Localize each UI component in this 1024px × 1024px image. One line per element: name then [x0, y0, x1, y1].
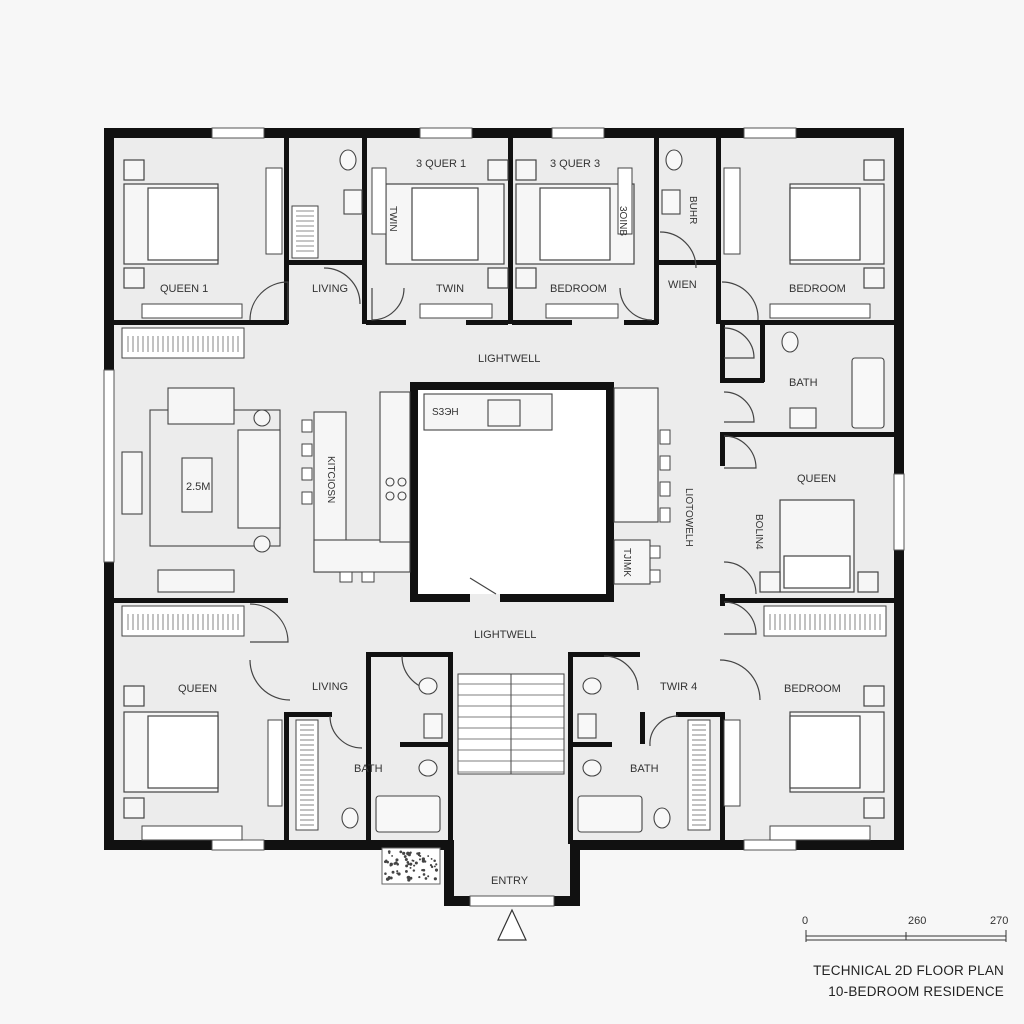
label-kitchen: KITCIOSN [325, 456, 336, 503]
entry-arrow-icon [497, 908, 527, 941]
label-bath-se: BATH [630, 763, 659, 775]
wardrobe-hatching [127, 210, 881, 826]
label-queen-east: QUEEN [797, 473, 836, 485]
label-queen-east-side: BOLIN4 [753, 514, 764, 550]
beds [123, 159, 885, 819]
bed-queen-sw [123, 685, 219, 819]
wardrobes [121, 167, 887, 841]
scale-bar [805, 930, 1007, 942]
planter-dots [383, 850, 439, 882]
label-twin-side: TWIN [387, 206, 398, 232]
label-twin4: TWIR 4 [660, 681, 697, 693]
room-labels: QUEEN 1 LIVING 3 QUER 1 TWIN TWIN 3 QUER… [160, 158, 846, 887]
bed-bedroom-se [789, 685, 885, 819]
bath-fixtures [339, 149, 885, 833]
bed-bedroom-top [515, 159, 635, 289]
label-lightwell-vertical: LIOTOWELH [683, 488, 694, 547]
kitchen-fixtures [313, 387, 659, 585]
bed-twin-top [385, 159, 509, 289]
label-bath-east: BATH [789, 377, 818, 389]
label-lightwell-top: LIGHTWELL [478, 353, 540, 365]
bed-bedroom-ne [789, 159, 885, 289]
plan-subtitle: 10-BEDROOM RESIDENCE [828, 984, 1004, 999]
label-bath-top-side: BUHR [687, 196, 698, 224]
interior-walls [112, 138, 896, 844]
label-living-top: LIVING [312, 283, 348, 295]
bed-queen1 [123, 159, 219, 289]
label-bedroom-top-header: 3 QUER 3 [550, 158, 600, 170]
label-lightwell-mid: LIGHTWELL [474, 629, 536, 641]
living-furniture [121, 387, 281, 593]
plan-title: TECHNICAL 2D FLOOR PLAN [813, 963, 1004, 978]
label-entry: ENTRY [491, 875, 529, 887]
scale-tick-mid: 260 [908, 915, 926, 927]
label-stools: TJIMK [621, 548, 632, 577]
windows [103, 127, 905, 907]
label-bedroom-top: BEDROOM [550, 283, 607, 295]
scale-tick-start: 0 [802, 915, 808, 927]
label-bedroom-side: 3OINB [617, 206, 628, 236]
label-table: 2.5M [186, 481, 210, 493]
label-living-bottom: LIVING [312, 681, 348, 693]
label-bedroom-ne: BEDROOM [789, 283, 846, 295]
label-queen1: QUEEN 1 [160, 283, 208, 295]
scale-tick-end: 270 [990, 915, 1008, 927]
label-sink: S3ЭH [432, 407, 459, 418]
label-wien: WIEN [668, 279, 697, 291]
bed-queen-east [759, 499, 879, 593]
staircase [457, 673, 565, 775]
label-bedroom-se: BEDROOM [784, 683, 841, 695]
stair-treads [458, 683, 564, 773]
label-twin-top: TWIN [436, 283, 464, 295]
label-queen-sw: QUEEN [178, 683, 217, 695]
stools [301, 419, 671, 583]
label-twin-top-header: 3 QUER 1 [416, 158, 466, 170]
label-bath-sw: BATH [354, 763, 383, 775]
door-swings [249, 231, 761, 749]
